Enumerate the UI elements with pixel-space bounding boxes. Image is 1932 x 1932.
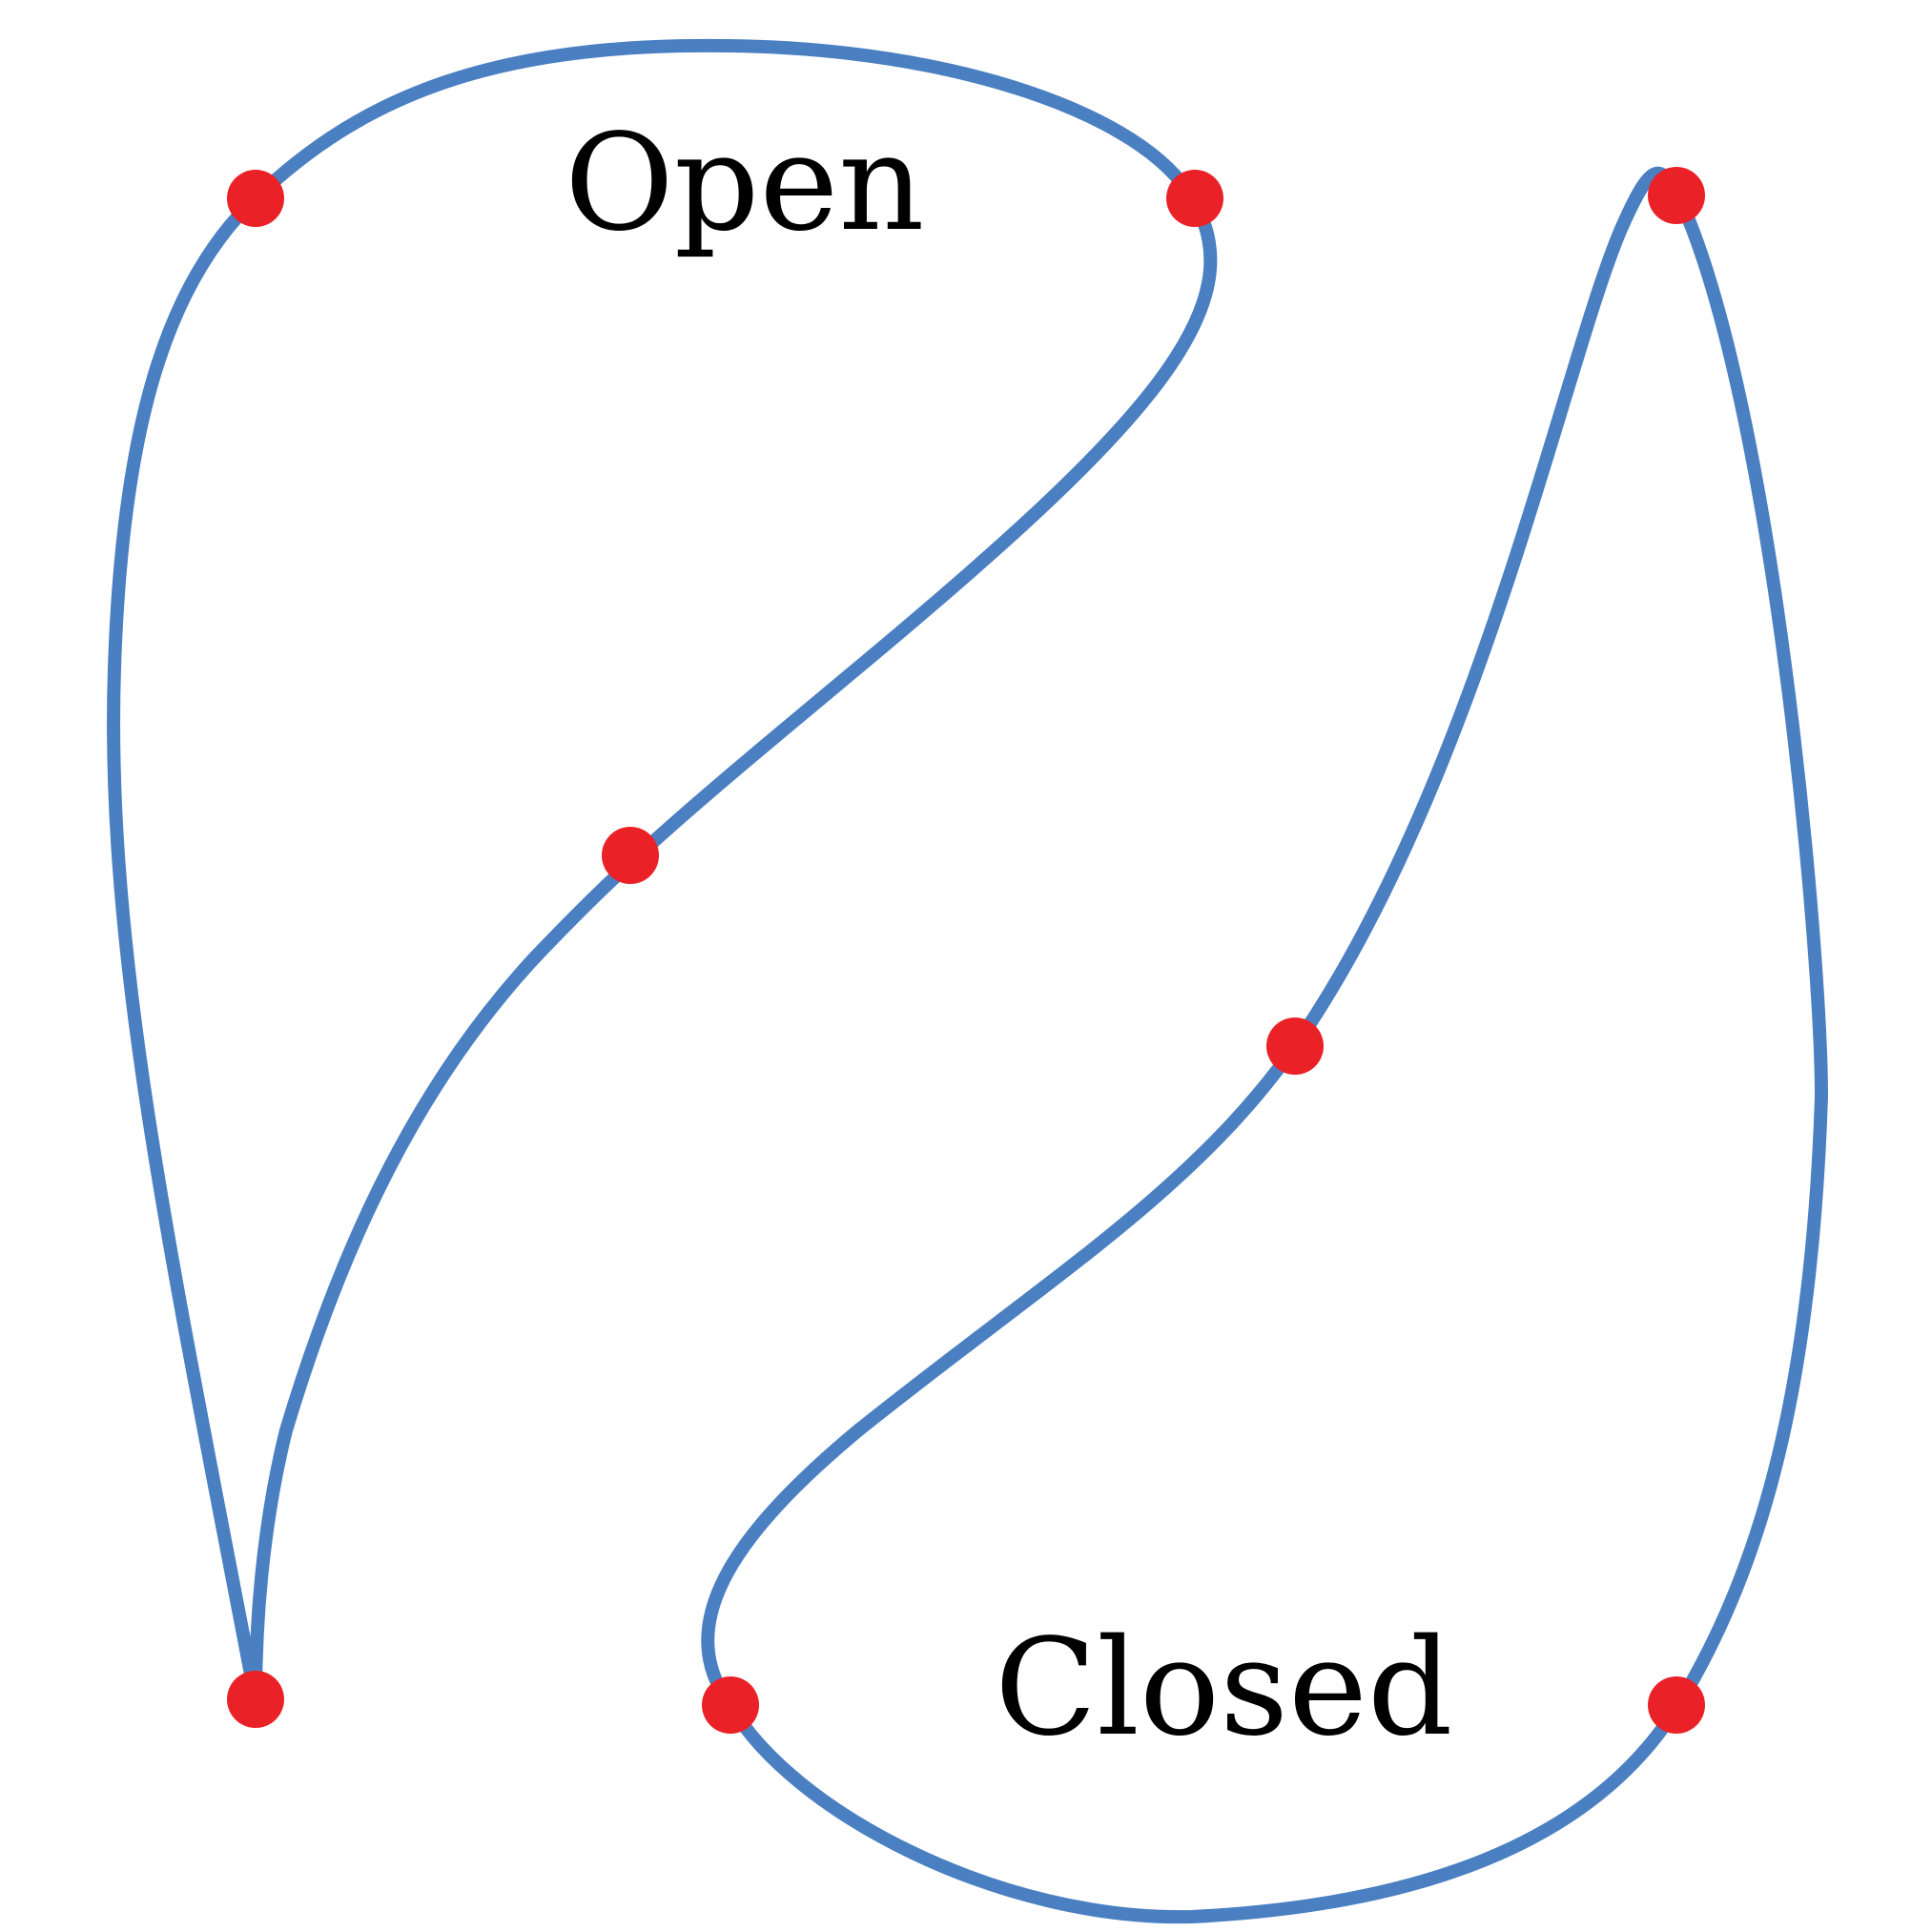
closed-label: Closed [995,1611,1453,1766]
control-point[interactable] [227,170,284,227]
control-point[interactable] [1166,170,1223,227]
closed-curve [701,166,1828,1924]
control-point[interactable] [227,1671,284,1728]
control-point[interactable] [602,827,659,884]
control-point[interactable] [1648,167,1705,224]
control-point[interactable] [702,1676,759,1734]
control-point[interactable] [1648,1676,1705,1734]
open-label: Open [565,106,924,261]
open-curve [107,38,1218,1706]
control-point[interactable] [1266,1017,1324,1075]
